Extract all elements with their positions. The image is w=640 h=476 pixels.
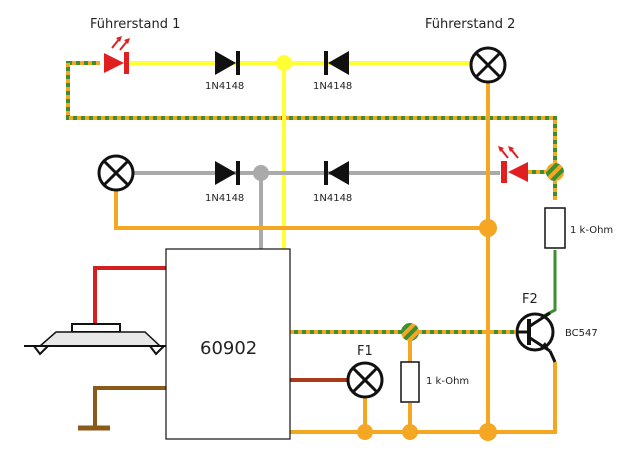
speaker-icon — [24, 323, 170, 356]
label-cab2: Führerstand 2 — [425, 17, 515, 32]
diode-icon — [324, 51, 349, 75]
diode-icon — [215, 51, 240, 75]
led-icon — [498, 146, 528, 183]
label-f1: F1 — [357, 344, 373, 359]
brown-wire — [93, 386, 166, 428]
label-resistor-1: 1 k-Ohm — [570, 225, 613, 236]
junction-dot — [401, 323, 419, 341]
lamp-icon — [346, 361, 384, 399]
label-cab1: Führerstand 1 — [90, 17, 180, 32]
label-ic: 60902 — [200, 338, 257, 359]
junction-dot — [357, 424, 373, 440]
yellow-wire — [130, 61, 472, 250]
label-resistor-2: 1 k-Ohm — [426, 376, 469, 387]
label-transistor: BC547 — [565, 328, 598, 339]
transistor-icon — [515, 311, 557, 363]
junction-dot — [276, 55, 292, 71]
diode-icon — [324, 161, 349, 185]
junction-dot — [479, 219, 497, 237]
lamp-icon — [97, 154, 135, 192]
label-diode-1: 1N4148 — [205, 81, 244, 92]
junction-dot — [546, 163, 564, 181]
gray-wire — [133, 171, 500, 250]
resistor-icon — [400, 361, 420, 403]
junction-dot — [402, 424, 418, 440]
label-f2: F2 — [522, 292, 538, 307]
label-diode-3: 1N4148 — [205, 193, 244, 204]
resistor-icon — [544, 207, 566, 249]
green-wire-top-loop — [66, 61, 557, 172]
red-wire — [93, 266, 166, 330]
diode-icon — [215, 161, 240, 185]
ic-chip — [165, 248, 291, 440]
junction-dot — [479, 423, 497, 441]
lamp-icon — [469, 46, 507, 84]
junction-dot — [253, 165, 269, 181]
label-diode-4: 1N4148 — [313, 193, 352, 204]
label-diode-2: 1N4148 — [313, 81, 352, 92]
led-icon — [104, 36, 130, 74]
